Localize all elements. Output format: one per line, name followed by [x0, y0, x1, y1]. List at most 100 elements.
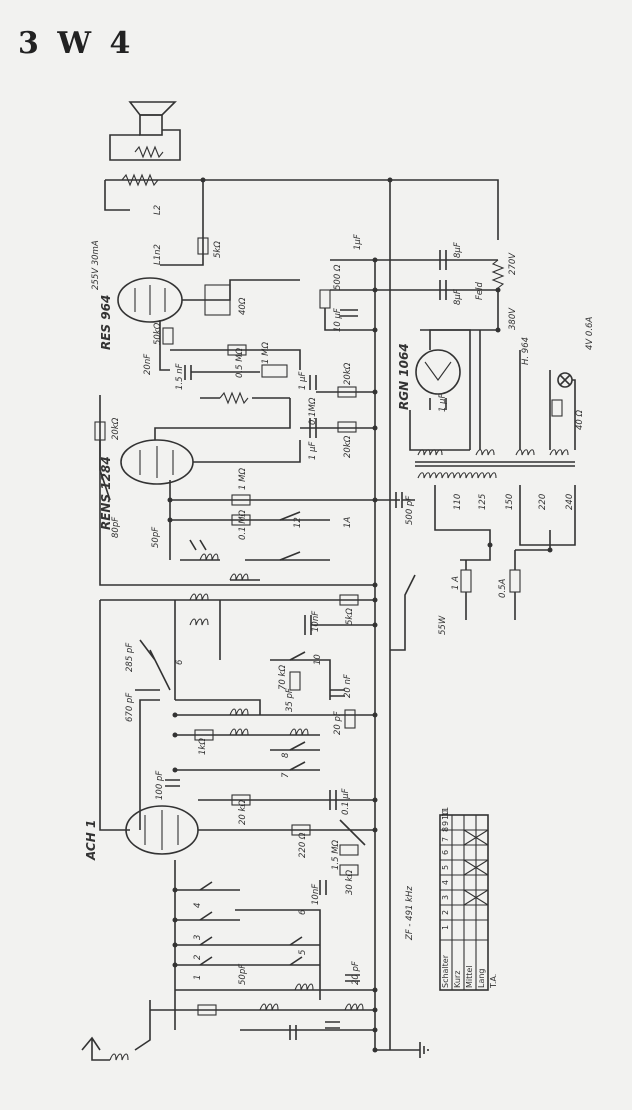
label-1m-o: 1 MΩ: [238, 468, 248, 490]
switch-table-header: Schalter: [441, 954, 450, 988]
switch-10[interactable]: [289, 651, 306, 661]
switch-table-row-ta: T.A.: [489, 974, 498, 989]
label-10nf: 10nF: [311, 611, 321, 632]
label-01uf: 0.1 μF: [341, 788, 351, 815]
power-transformer: [415, 449, 575, 479]
coil: [289, 728, 309, 736]
label-20k: 20kΩ: [343, 362, 353, 385]
label-285pf: 285 pF: [125, 643, 135, 672]
label-zf: ZF - 491 kHz: [405, 886, 415, 941]
resistor-5k-2: [339, 594, 359, 606]
ground-symbol: [419, 1042, 429, 1058]
label-1m: 1 MΩ: [261, 342, 271, 364]
cap-8uf-b: [439, 280, 447, 300]
switches-5-6[interactable]: [289, 936, 303, 966]
resistor-500: [319, 289, 331, 309]
label-s2: 2: [193, 955, 203, 960]
label-10nf-2: 10nF: [311, 884, 321, 905]
label-15nf: 1.5 nF: [175, 363, 185, 390]
label-5k-2: 5kΩ: [345, 608, 355, 625]
label-res964: RES 964: [99, 295, 113, 350]
wire: [175, 699, 261, 715]
resistor-30k: [339, 864, 359, 876]
switch-table-col-9: 9: [441, 821, 450, 826]
coil: [229, 573, 249, 581]
wire: [99, 600, 130, 831]
resistor-15m: [339, 844, 359, 856]
cap-500pf: [375, 492, 415, 508]
label-20pf-3: 20 pF: [351, 961, 361, 985]
label-s7: 7: [281, 772, 291, 778]
switch-table-col-5: 5: [441, 865, 450, 870]
label-c6: 6: [175, 659, 185, 665]
resistor: [219, 391, 249, 405]
cap-100pf: [165, 779, 180, 787]
label-l2: L2: [153, 205, 163, 215]
label-t110: 110: [453, 494, 463, 510]
switch-table-col-11: 11: [441, 807, 450, 817]
switch-table-col-7: 7: [441, 837, 450, 842]
cap-10uf: [340, 309, 358, 317]
label-80pf: 80pF: [111, 517, 121, 538]
label-s8: 8: [281, 752, 291, 758]
label-feld: Feld: [475, 282, 485, 300]
label-s12: 12: [293, 517, 303, 528]
label-s1: 1: [193, 975, 203, 980]
switch-table-row-lang: Lang: [477, 968, 486, 988]
label-01m-o: 0.1 MΩ: [238, 509, 248, 540]
wire: [193, 440, 301, 463]
tube-rens1284: [120, 439, 194, 485]
label-t240: 240: [565, 494, 575, 510]
switch-8[interactable]: [289, 741, 306, 751]
wire: [175, 889, 375, 991]
label-c1: L1n2: [153, 244, 163, 265]
switch[interactable]: [279, 551, 301, 561]
wire: [154, 398, 291, 440]
label-1k: 1kΩ: [198, 738, 208, 755]
top-wire: [105, 179, 499, 240]
switches-1-4[interactable]: [199, 881, 213, 966]
switch-7[interactable]: [289, 761, 306, 771]
label-20k-3: 20kΩ: [111, 417, 121, 440]
coil: [344, 1003, 364, 1011]
cap-1uf: [309, 375, 317, 390]
cap-20nf: [330, 689, 345, 697]
label-220: 220 Ω: [298, 832, 308, 858]
coil: [294, 983, 314, 991]
volume-pot: [261, 364, 288, 378]
switch-table-row-kurz: Kurz: [453, 971, 462, 988]
label-rect-cap: 1 μF: [438, 393, 448, 412]
mains-switch[interactable]: [390, 574, 416, 651]
wire: [104, 180, 130, 211]
label-500pf: 500 pF: [405, 496, 415, 525]
cap: [189, 539, 207, 551]
field-coil: [491, 259, 505, 289]
fuse-05a: [509, 569, 521, 593]
label-50pf-2: 50pF: [238, 964, 248, 985]
label-ach1: ACH 1: [84, 820, 98, 861]
label-55w: 55W: [438, 615, 448, 635]
label-speaker-voltage: 255V 30mA: [91, 240, 101, 290]
switch-table-col-6: 6: [441, 850, 450, 855]
label-fuse-05a: 0.5A: [498, 578, 508, 598]
switch-table-col-2: 2: [441, 910, 450, 915]
switch-table-col-1: 1: [441, 925, 450, 930]
label-s6: 6: [298, 909, 308, 915]
wire: [409, 410, 470, 451]
junction-dots: [167, 177, 553, 1053]
cap: [289, 1025, 297, 1040]
resistor-20k-4: [231, 794, 251, 806]
resistor-5k: [197, 237, 209, 255]
switch-12[interactable]: [279, 511, 301, 521]
label-fuse-1a: 1 A: [451, 576, 461, 590]
tube-rgn1064: [415, 349, 461, 395]
resistor: [197, 1004, 217, 1016]
switch-table: [439, 814, 489, 991]
label-1uf-3: 1 μF: [308, 441, 318, 460]
resistor-1m: [231, 494, 251, 506]
wire: [434, 485, 491, 561]
label-500: 500 Ω: [333, 264, 343, 290]
tube-res964: [117, 277, 300, 371]
